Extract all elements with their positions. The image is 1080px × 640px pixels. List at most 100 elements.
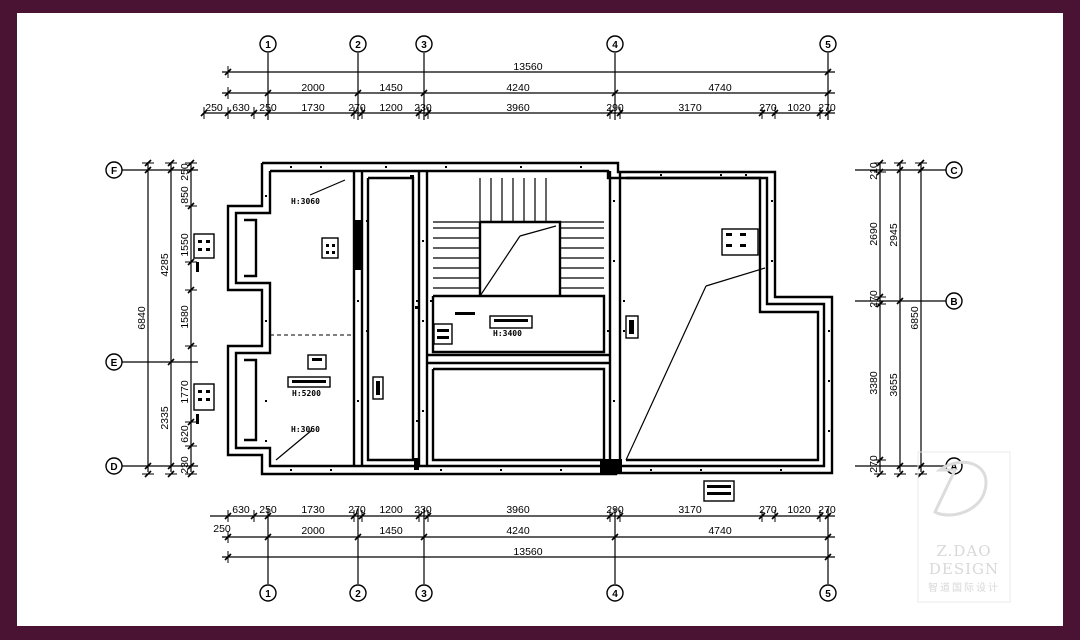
dim-bottom-mid: 2000 [301,525,325,537]
svg-text:A: A [950,462,957,473]
dim-top-fine: 630 [232,102,250,114]
symbol-mark [415,306,418,309]
dim-left-fine: 620 [179,425,191,443]
symbol-mark [410,175,414,179]
wall-dot [613,260,615,262]
wall-dot [385,166,387,168]
axis-bubble-col-5-bottom: 5 [819,508,837,602]
dim-bottom-mid: 4240 [506,525,530,537]
wall-dot [416,300,418,302]
wall-dot [422,240,424,242]
dim-top-mid: 1450 [379,82,403,94]
dim-left-fine: 1550 [179,233,191,257]
dim-left-fine: 850 [179,186,191,204]
symbol-mark [437,336,449,339]
company-watermark: Z.DAO DESIGN 智道国际设计 [917,451,1011,603]
axis-bubble-row-B: B [855,292,963,310]
wall-dot [828,330,830,332]
wall-dot [430,300,432,302]
dim-bottom-fine: 230 [414,504,432,516]
dim-right-fine: 270 [868,455,880,473]
wall-dot [828,430,830,432]
symbol-mark [206,240,210,243]
wall-dot [623,300,625,302]
wall-dot [828,380,830,382]
dim-bottom-fine: 270 [348,504,366,516]
dim-top-mid: 2000 [301,82,325,94]
wall-dot [265,440,267,442]
left-dimensions [147,162,192,472]
axis-bubble-col-2: 2 [349,35,367,120]
building-walls [226,161,834,476]
dim-top-mid: 4240 [506,82,530,94]
dim-top-fine: 250 [205,102,223,114]
wall-dot-markers [265,166,830,471]
dim-top-mid: 4740 [708,82,732,94]
top-dimensions [204,71,835,114]
dim-bottom-side: 250 [213,523,231,535]
dim-bottom-fine: 1020 [787,504,811,516]
svg-text:B: B [950,297,957,308]
wall-dot [265,400,267,402]
symbol-mark [332,251,335,254]
symbol-mark [292,380,326,383]
wall-dot [357,300,359,302]
dim-bottom-fine: 630 [232,504,250,516]
room-height-label: H:3060 [291,425,320,434]
dim-left-fine: 1580 [179,305,191,329]
dim-bottom-fine: 3170 [678,504,702,516]
wall-dot [613,400,615,402]
symbol-mark [726,244,732,247]
wall-dot [290,166,292,168]
wall-dot [623,330,625,332]
dim-top-fine: 270 [759,102,777,114]
axis-bubble-col-1-bottom: 1 [259,508,277,602]
dim-top-total: 13560 [513,61,542,73]
axis-bubble-row-D: D [105,457,198,475]
symbol-mark [198,398,202,401]
room-height-label: H:3060 [291,197,320,206]
symbol-mark [326,251,329,254]
symbol-mark [198,240,202,243]
symbol-mark [740,233,746,236]
wall-dot [771,260,773,262]
svg-text:1: 1 [265,40,271,51]
wall-dot [357,400,359,402]
symbol-mark [437,329,449,332]
axis-bubble-col-3: 3 [415,35,433,120]
watermark-line2: DESIGN [929,560,999,578]
stair-treads [433,178,604,289]
watermark-line3: 智道国际设计 [928,581,1000,594]
dim-bottom-fine: 3960 [506,504,530,516]
svg-text:2: 2 [355,40,361,51]
symbol-mark [332,244,335,247]
symbol-mark [312,358,322,361]
wall-dot [366,220,368,222]
axis-bubble-col-5: 5 [819,35,837,120]
wall-dot [422,320,424,322]
wall-dot [660,174,662,176]
wall-dot [265,195,267,197]
symbol-mark [494,319,528,322]
wall-dot [580,166,582,168]
wall-dot [745,174,747,176]
svg-text:F: F [111,166,117,177]
axis-bubble-col-1: 1 [259,35,277,120]
symbol-mark [707,485,731,488]
dim-top-fine: 3170 [678,102,702,114]
dim-bottom-fine: 1730 [301,504,325,516]
fixture-symbol-marks [196,175,746,495]
wall-dot [422,410,424,412]
svg-text:1: 1 [265,589,271,600]
svg-text:3: 3 [421,40,427,51]
wall-dot [720,174,722,176]
symbol-mark [726,233,732,236]
wall-dot [780,469,782,471]
dim-top-fine: 1020 [787,102,811,114]
wall-dot [320,166,322,168]
axis-bubble-row-C: C [855,161,963,179]
wall-dot [607,330,609,332]
dim-left-fine: 250 [179,163,191,181]
symbol-mark [376,381,380,395]
